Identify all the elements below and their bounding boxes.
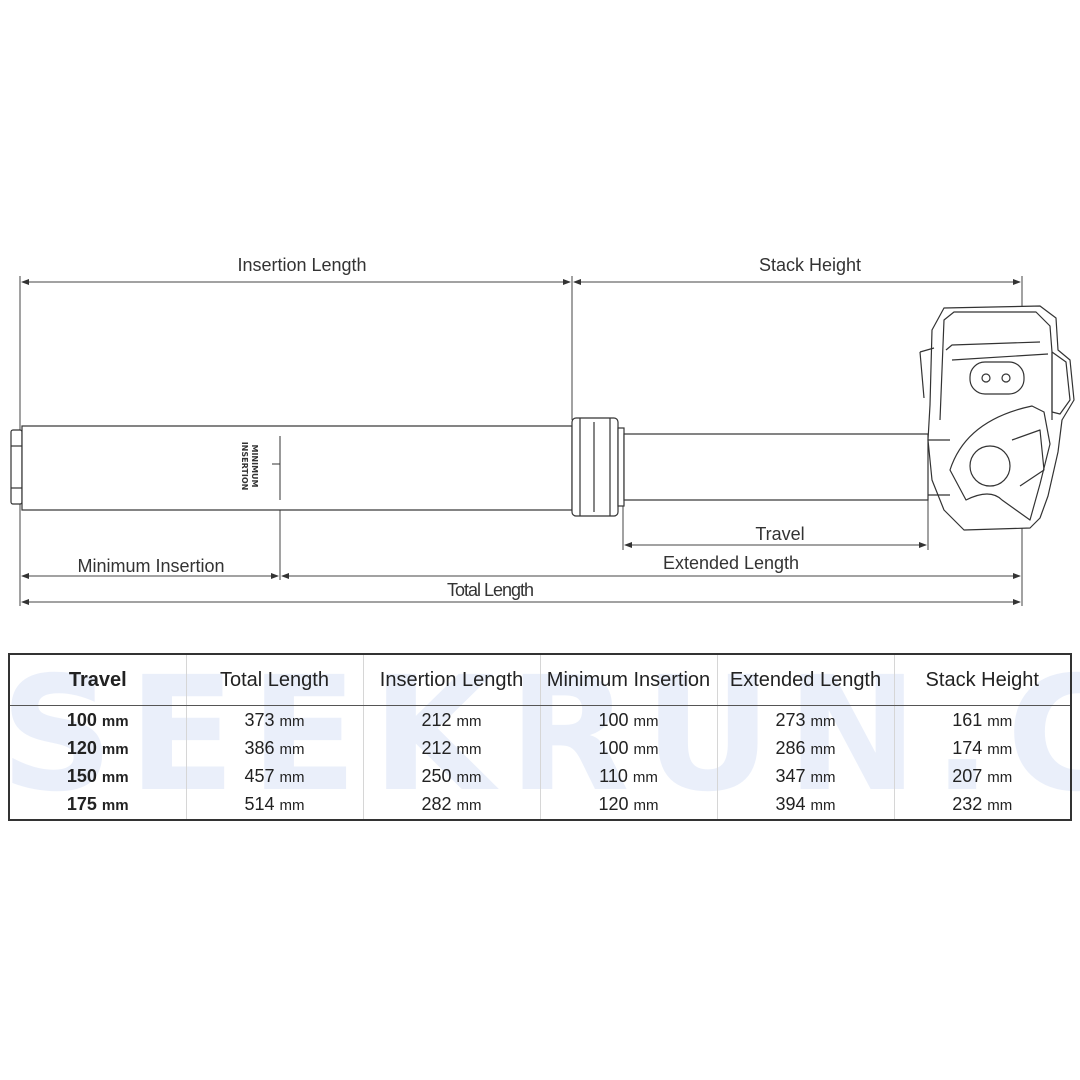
column-header-stack-height: Stack Height: [893, 654, 1071, 706]
column-header-insertion-length: Insertion Length: [362, 654, 540, 706]
column-header-travel: Travel: [9, 654, 186, 706]
bottom-plug: [10, 429, 23, 505]
stack-height-label: Stack Height: [759, 255, 861, 275]
size-spec-table: Travel Total Length Insertion Length Min…: [8, 653, 1072, 821]
travel-label: Travel: [755, 524, 804, 544]
column-header-extended-length: Extended Length: [716, 654, 894, 706]
dropper-post-dimension-diagram: Insertion Length Stack Height Travel Min…: [10, 255, 1075, 606]
stanchion: [623, 433, 929, 501]
seat-clamp-head: [919, 305, 1075, 531]
table-header-row: Travel Total Length Insertion Length Min…: [9, 654, 1071, 706]
svg-text:MINIMUM: MINIMUM: [250, 444, 259, 487]
extended-length-label: Extended Length: [663, 553, 799, 573]
minimum-insertion-tube-mark: MINIMUM INSERTION: [240, 442, 259, 491]
column-header-total-length: Total Length: [185, 654, 363, 706]
svg-text:INSERTION: INSERTION: [240, 442, 249, 491]
minimum-insertion-label: Minimum Insertion: [77, 556, 224, 576]
insertion-length-label: Insertion Length: [237, 255, 366, 275]
lower-tube: [21, 425, 573, 511]
collar: [571, 417, 619, 517]
dimension-lines: [21, 279, 1021, 605]
seatpost-drawing: [10, 417, 929, 517]
total-length-label: Total Length: [447, 580, 533, 600]
column-header-minimum-insertion: Minimum Insertion: [539, 654, 717, 706]
